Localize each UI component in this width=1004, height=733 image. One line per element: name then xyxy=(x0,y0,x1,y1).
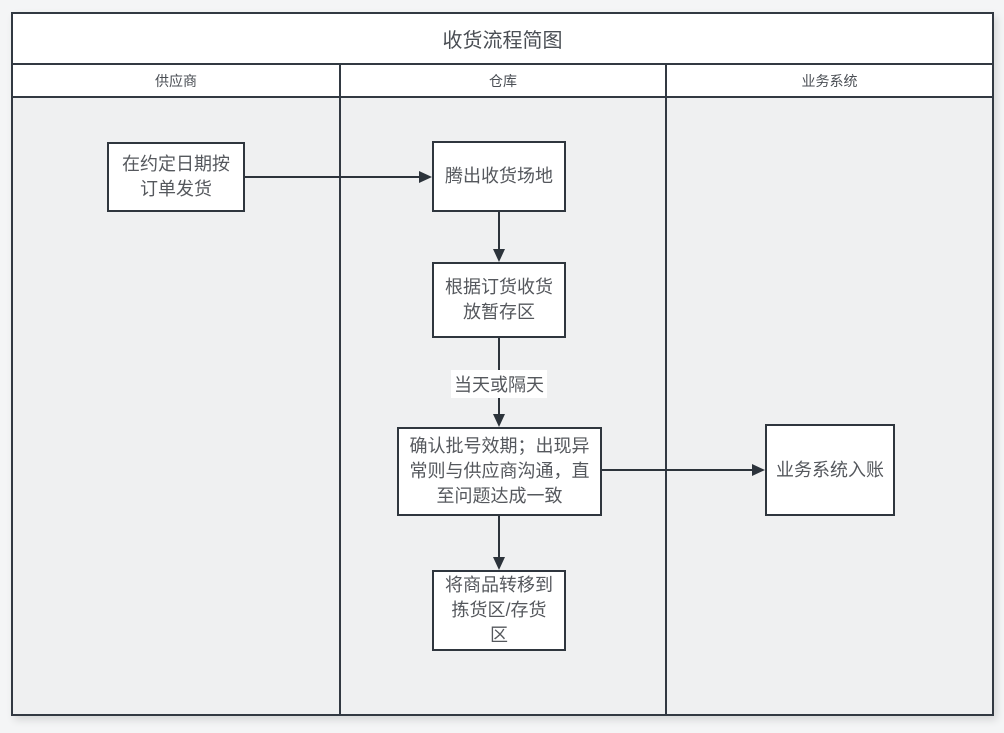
flow-node-label: 根据订货收货 放暂存区 xyxy=(445,277,553,322)
arrowhead-down-icon xyxy=(493,249,505,262)
flow-node-receive-to-staging-area: 根据订货收货 放暂存区 xyxy=(432,262,566,338)
flow-node-label: 确认批号效期；出现异 常则与供应商沟通，直 至问题达成一致 xyxy=(409,436,590,506)
flow-node-move-to-picking-storage: 将商品转移到 拣货区/存货 区 xyxy=(432,570,566,651)
lane-header-warehouse: 仓库 xyxy=(339,65,665,96)
flow-node-label: 将商品转移到 拣货区/存货 区 xyxy=(445,575,553,645)
arrow-confirm-to-booking-line xyxy=(602,469,752,471)
lane-header-supplier: 供应商 xyxy=(13,65,339,96)
edge-label-timing: 当天或隔天 xyxy=(451,370,547,398)
arrow-clear-to-staging-line xyxy=(498,212,500,250)
flowchart-frame: 收货流程简图 供应商 仓库 业务系统 当天或隔天 在约定日期按 订单发货 xyxy=(11,12,994,716)
arrowhead-right-icon xyxy=(752,464,765,476)
diagram-title: 收货流程简图 xyxy=(442,30,563,52)
lane-header-business-system: 业务系统 xyxy=(665,65,992,96)
flow-node-label: 业务系统入账 xyxy=(776,459,884,480)
flow-node-ship-on-agreed-date: 在约定日期按 订单发货 xyxy=(107,142,245,212)
flow-node-label: 在约定日期按 订单发货 xyxy=(122,154,230,199)
lane-header-row: 供应商 仓库 业务系统 xyxy=(13,65,992,98)
lane-header-warehouse-label: 仓库 xyxy=(489,72,517,89)
flow-node-clear-receiving-area: 腾出收货场地 xyxy=(432,141,566,212)
arrowhead-down-icon xyxy=(493,557,505,570)
lane-divider-2 xyxy=(665,98,667,714)
lane-header-business-system-label: 业务系统 xyxy=(801,72,858,89)
lane-divider-1 xyxy=(339,98,341,714)
flow-node-business-system-booking: 业务系统入账 xyxy=(765,424,895,516)
flowchart-canvas: 当天或隔天 在约定日期按 订单发货 腾出收货场地 根据订货收货 放暂存区 确认批… xyxy=(13,98,992,714)
lane-header-supplier-label: 供应商 xyxy=(155,72,197,89)
arrowhead-down-icon xyxy=(493,414,505,427)
arrow-confirm-to-transfer-line xyxy=(498,516,500,558)
arrowhead-right-icon xyxy=(419,171,432,183)
diagram-title-band: 收货流程简图 xyxy=(13,14,992,65)
flow-node-label: 腾出收货场地 xyxy=(445,166,553,186)
flow-node-confirm-batch-expiry: 确认批号效期；出现异 常则与供应商沟通，直 至问题达成一致 xyxy=(397,427,602,516)
arrow-ship-to-clear-line xyxy=(245,176,420,178)
